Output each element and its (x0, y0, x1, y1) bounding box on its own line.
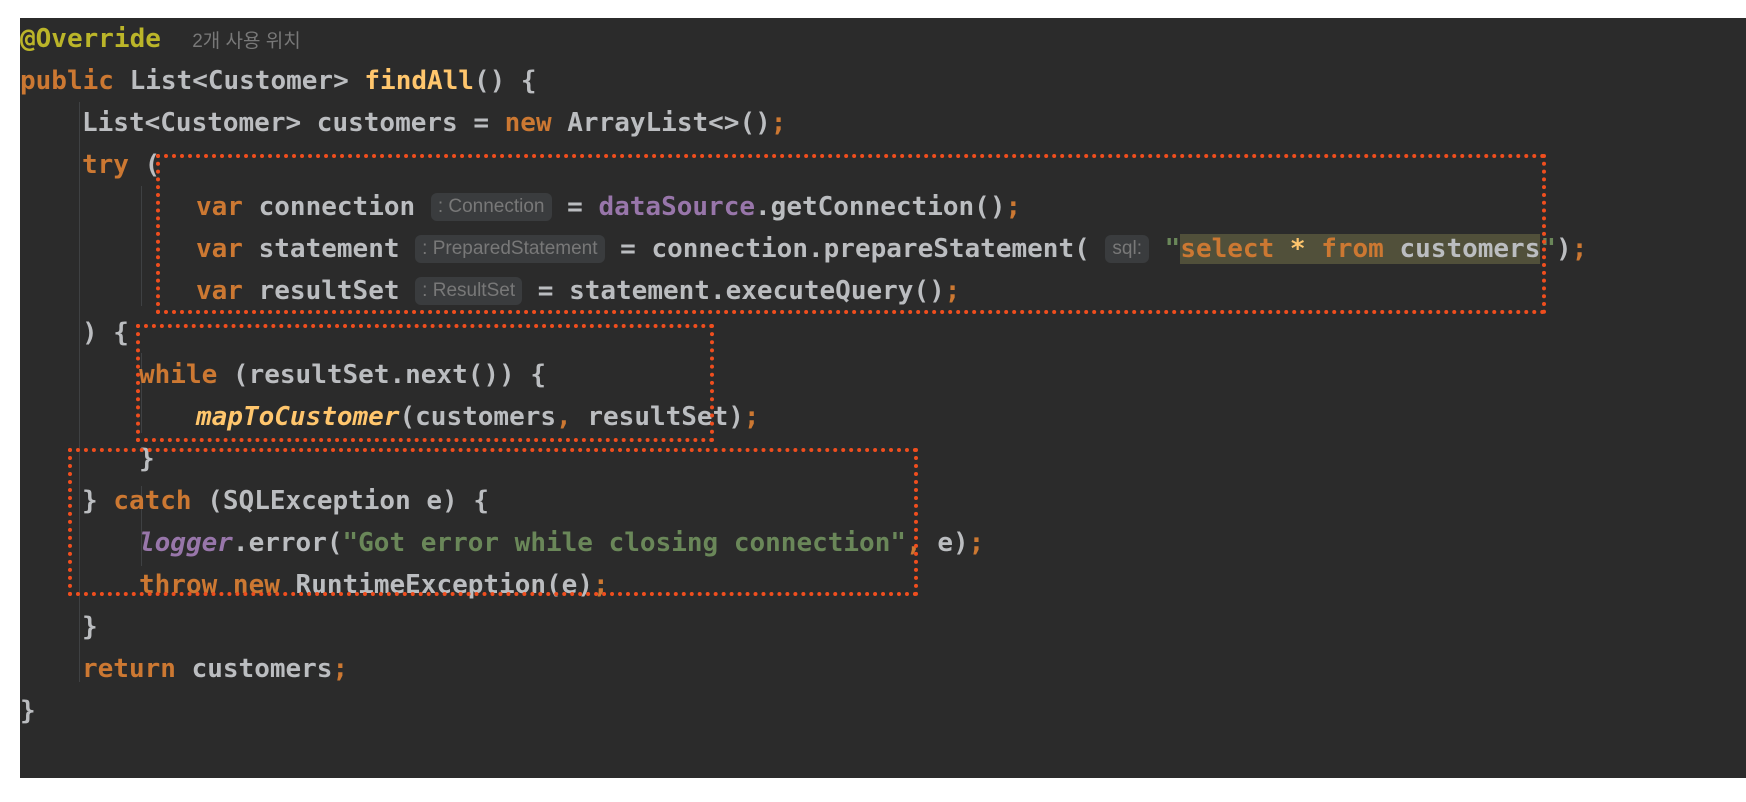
assign: = (551, 192, 599, 222)
close-paren: ) (1556, 234, 1572, 264)
method-call: = connection.prepareStatement( (604, 234, 1090, 264)
usages-hint[interactable]: 2개 사용 위치 (192, 31, 301, 52)
param-hint: sql: (1105, 235, 1149, 263)
comma: , (556, 402, 572, 432)
call-args: resultSet) (571, 402, 744, 432)
override-annotation: @Override (20, 24, 161, 54)
highlight-box-catch (68, 448, 918, 596)
indent-guide (141, 486, 142, 566)
indent-guide (141, 353, 142, 433)
code-line-return: return customers; (82, 648, 348, 690)
keyword-public: public (20, 66, 114, 96)
code-line-logger: logger.error("Got error while closing co… (139, 522, 984, 564)
type-hint: : ResultSet (415, 277, 523, 305)
semicolon: ; (1005, 192, 1022, 222)
sql-from: from (1321, 234, 1384, 264)
code-line-list-declaration: List<Customer> customers = new ArrayList… (82, 102, 786, 144)
method-call: .error( (232, 528, 343, 558)
keyword-var: var (196, 276, 243, 306)
variable-connection: connection (242, 192, 416, 222)
close-paren-brace: ) { (82, 318, 129, 348)
code-line-try-close: ) { (82, 312, 129, 354)
declaration-text: List<Customer> customers = (82, 108, 505, 138)
code-line-resultset: var resultSet : ResultSet = statement.ex… (196, 270, 960, 312)
indent-guide (79, 102, 80, 682)
semicolon: ; (968, 528, 985, 558)
close-brace: } (82, 486, 114, 516)
code-line-catch: } catch (SQLException e) { (82, 480, 489, 522)
sql-table: customers (1399, 234, 1541, 264)
type-hint: : PreparedStatement (415, 235, 605, 263)
semicolon: ; (743, 402, 760, 432)
keyword-new: new (504, 108, 552, 138)
method-call: .getConnection() (755, 192, 1006, 222)
code-line-connection: var connection : Connection = dataSource… (196, 186, 1021, 228)
code-line-statement: var statement : PreparedStatement = conn… (196, 228, 1587, 270)
method-call: = statement.executeQuery() (522, 276, 945, 306)
code-editor[interactable]: @Override 2개 사용 위치 public List<Customer>… (20, 18, 1746, 778)
return-type: List<Customer> (129, 66, 349, 96)
keyword-var: var (196, 234, 243, 264)
close-brace: } (20, 696, 36, 726)
declaration-rest: ArrayList<>() (551, 108, 771, 138)
keyword-return: return (82, 654, 176, 684)
sql-star: * (1289, 234, 1306, 264)
return-value: customers (175, 654, 333, 684)
string-quote: " (1164, 234, 1181, 264)
type-hint: : Connection (430, 193, 552, 221)
catch-rest: (SQLException e) { (191, 486, 490, 516)
method-name: findAll (364, 66, 474, 96)
sql-select: select (1180, 234, 1275, 264)
semicolon: ; (332, 654, 349, 684)
field-datasource: dataSource (598, 192, 756, 222)
code-line-try: try ( (82, 144, 160, 186)
while-condition: (resultSet.next()) { (217, 360, 547, 390)
call-args: e) (921, 528, 969, 558)
close-brace: } (82, 612, 98, 642)
signature-rest: () { (473, 66, 537, 96)
code-line-map-call: mapToCustomer(customers, resultSet); (196, 396, 760, 438)
indent-guide (141, 186, 142, 306)
variable-statement: statement (242, 234, 400, 264)
semicolon: ; (770, 108, 787, 138)
field-logger: logger (139, 528, 233, 558)
keyword-catch: catch (113, 486, 192, 516)
variable-resultset: resultSet (242, 276, 400, 306)
keyword-var: var (196, 192, 243, 222)
code-line-annotation: @Override 2개 사용 위치 (20, 18, 301, 60)
highlight-box-resources (156, 154, 1546, 314)
code-line-signature: public List<Customer> findAll() { (20, 60, 537, 102)
call-args: (customers (399, 402, 557, 432)
sql-injection: select * from customers (1180, 234, 1541, 264)
semicolon: ; (944, 276, 961, 306)
code-line-catch-close: } (82, 606, 98, 648)
highlight-box-while-loop (136, 324, 714, 442)
code-line-method-close: } (20, 690, 36, 732)
error-message-string: "Got error while closing connection" (342, 528, 907, 558)
keyword-try: try (82, 150, 129, 180)
code-line-while: while (resultSet.next()) { (139, 354, 546, 396)
semicolon: ; (1571, 234, 1588, 264)
method-maptocustomer: mapToCustomer (196, 402, 400, 432)
keyword-while: while (139, 360, 218, 390)
